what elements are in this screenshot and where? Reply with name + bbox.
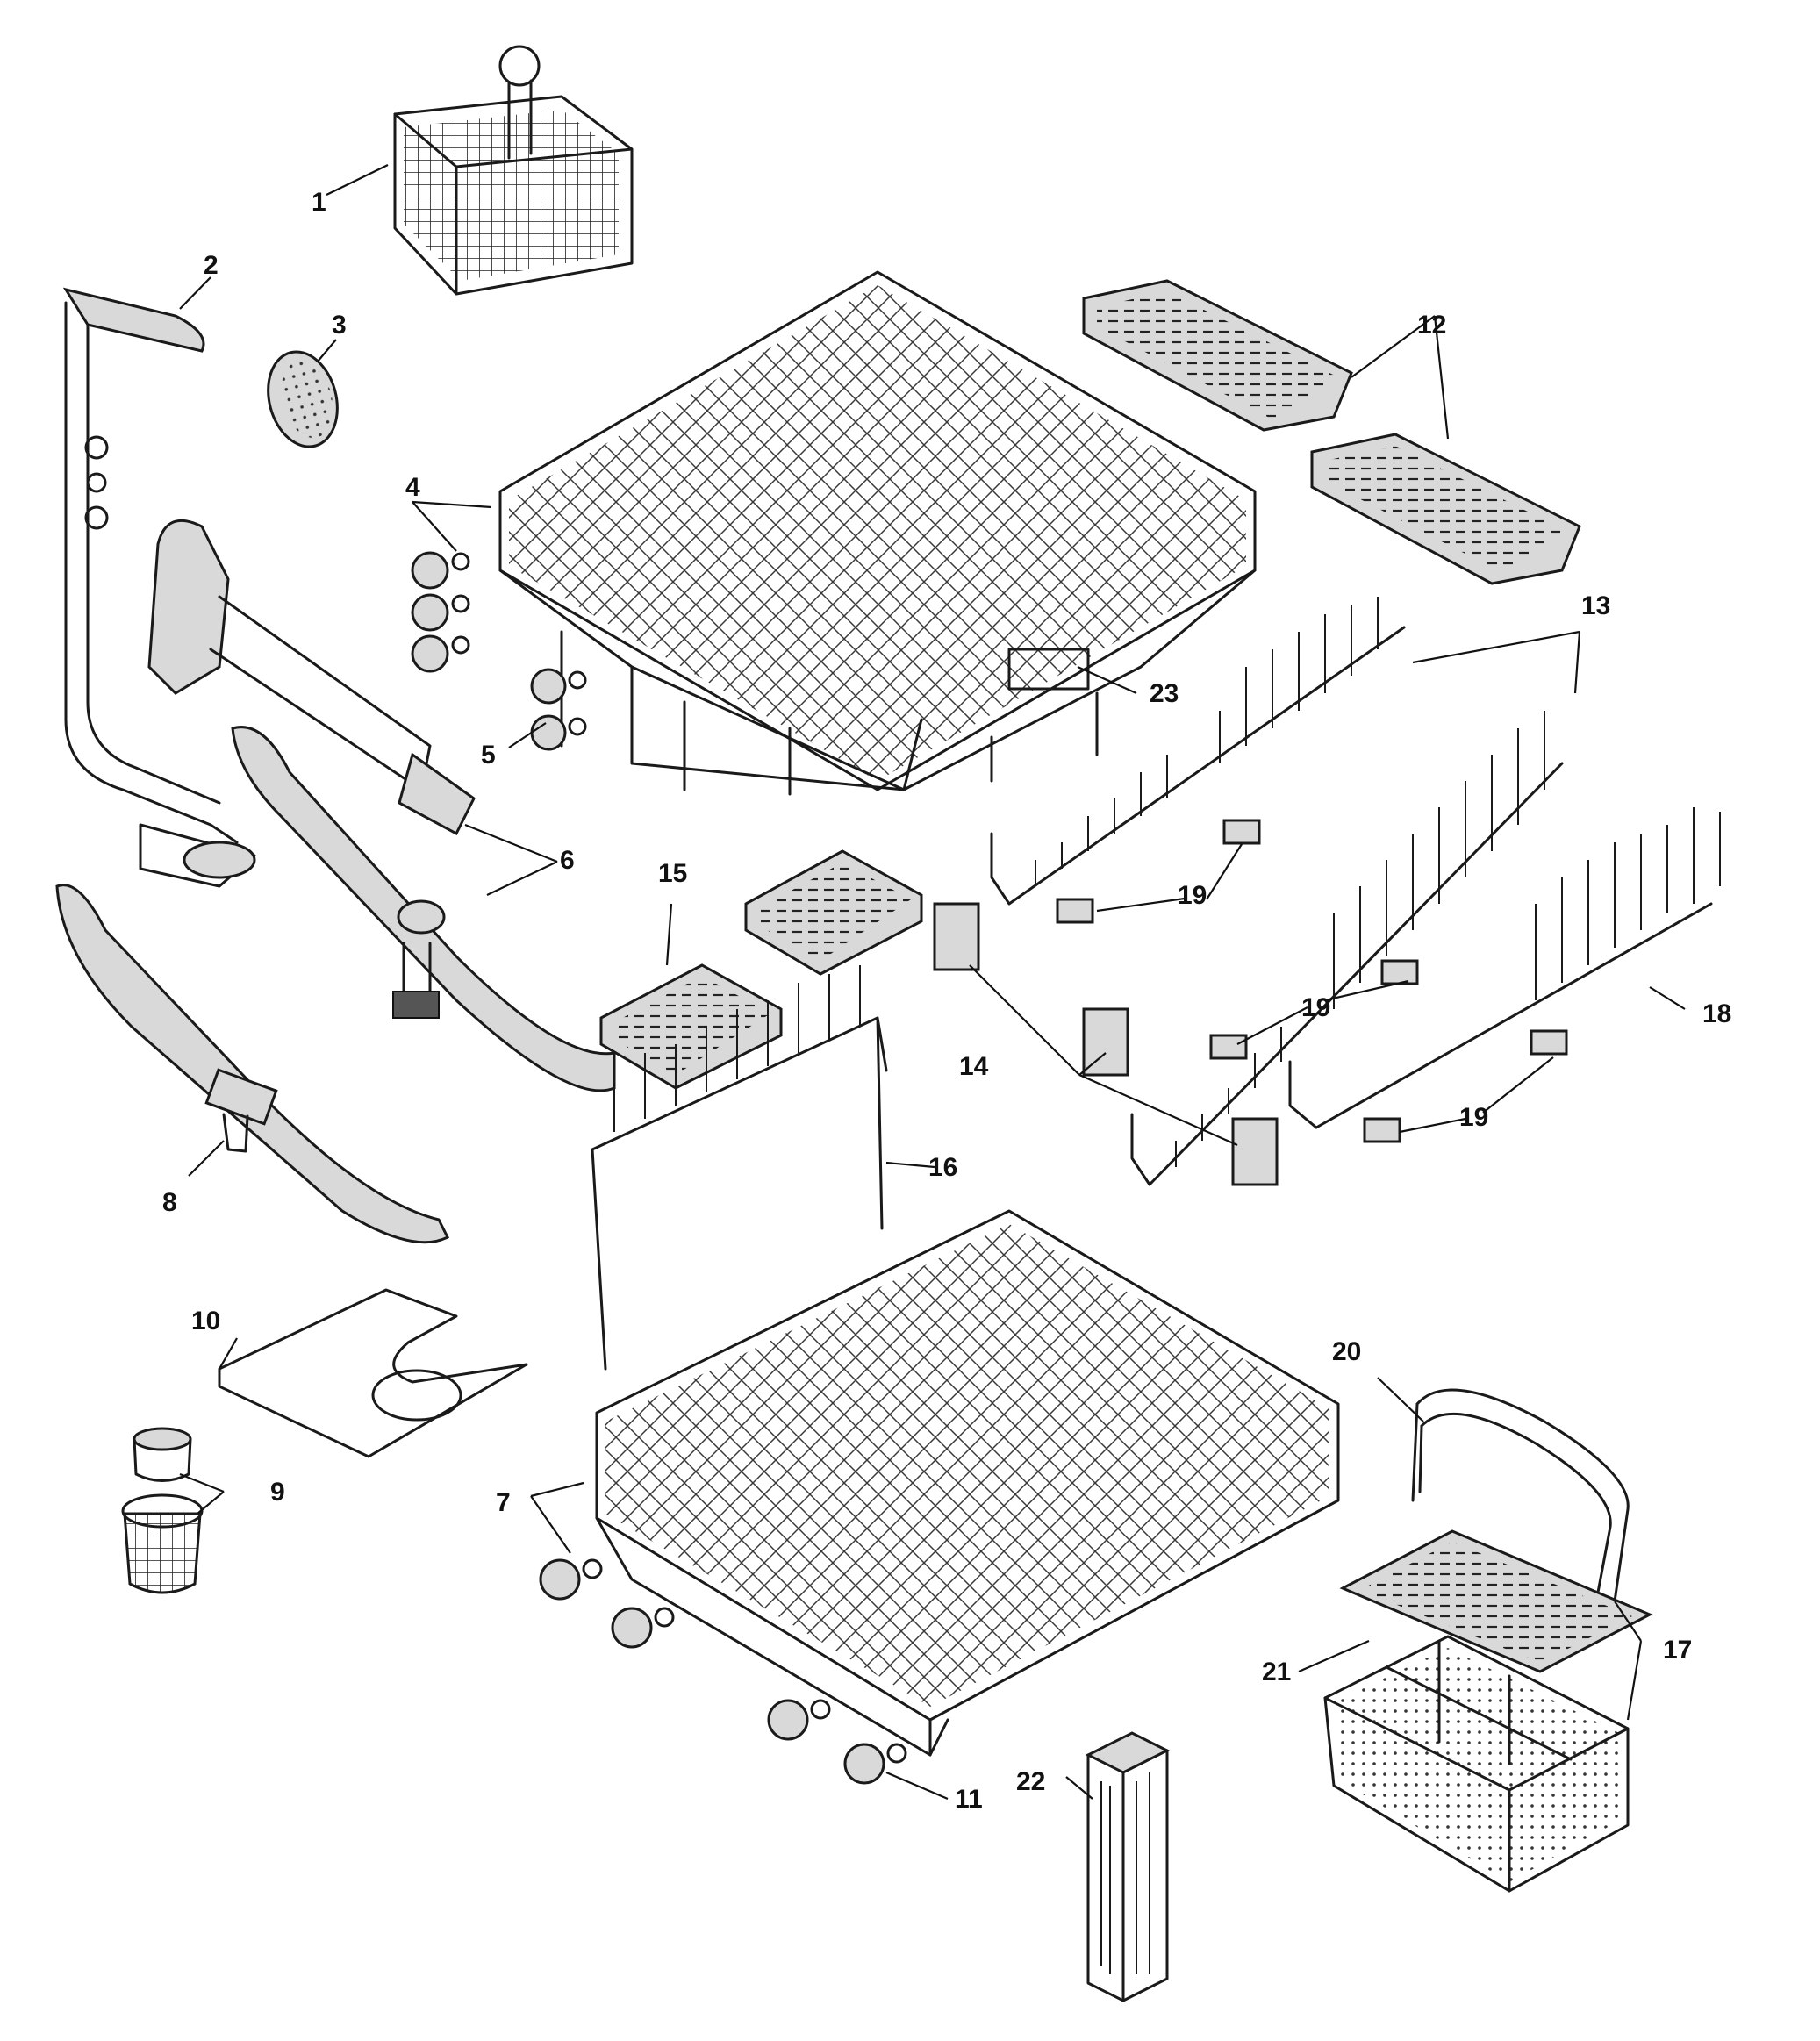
part-8-lower-spray-arm [55,884,450,1244]
part-2-feed-pipe [62,287,256,888]
callout-23: 23 [1150,679,1179,708]
part-12-cup-shelves [1082,279,1581,585]
part-4-upper-rollers [411,551,470,673]
callout-12: 12 [1417,311,1446,340]
callout-14: 14 [959,1052,989,1081]
callout-1: 1 [312,188,326,217]
part-18-tine-rack [1288,807,1721,1129]
part-16-folding-tines [591,965,888,1371]
callout-20: 20 [1332,1337,1361,1366]
callout-19b: 19 [1301,993,1330,1022]
part-5-upper-side-rollers [530,668,587,751]
callout-19a: 19 [1178,881,1207,910]
callout-16: 16 [928,1153,957,1182]
part-3-filter-disc [267,350,339,448]
callout-17: 17 [1663,1636,1692,1665]
callout-19c: 19 [1459,1103,1488,1132]
callout-8: 8 [162,1188,177,1217]
callout-21: 21 [1262,1658,1291,1687]
part-15-small-shelves [599,849,923,1090]
callout-labels: 1 2 3 4 5 6 7 8 9 10 11 12 13 14 15 16 1… [162,188,1731,1814]
callout-3: 3 [332,311,347,340]
callout-2: 2 [204,251,219,280]
lower-rack [595,1209,1340,1757]
part-9-filter-set [121,1427,204,1594]
part-22-insert-basket [1085,1731,1171,2002]
part-6-spray-arm [147,519,616,1092]
part-7-lower-wheels [539,1558,831,1741]
callout-6: 6 [560,846,575,875]
callout-18: 18 [1702,999,1731,1028]
part-19-clips [1056,819,1568,1143]
callout-9: 9 [270,1478,285,1507]
part-14-brackets [933,902,1279,1186]
part-11-lower-wheel [843,1743,907,1785]
callout-13: 13 [1581,591,1610,620]
part-13-tine-racks [990,597,1564,1186]
callout-10: 10 [191,1307,220,1336]
callout-22: 22 [1016,1767,1045,1796]
callout-7: 7 [496,1488,511,1517]
callout-11: 11 [955,1785,983,1814]
part-17-cutlery-basket [1323,1635,1630,1893]
part-21-basket-lid [1339,1529,1653,1673]
part-1-cutlery-basket [393,45,634,296]
callout-5: 5 [481,741,496,770]
leader-lines [179,164,1686,1801]
callout-4: 4 [405,473,420,502]
callout-15: 15 [658,859,687,888]
part-20-basket-handle [1411,1388,1630,1603]
part-10-filter-plate [218,1288,528,1458]
